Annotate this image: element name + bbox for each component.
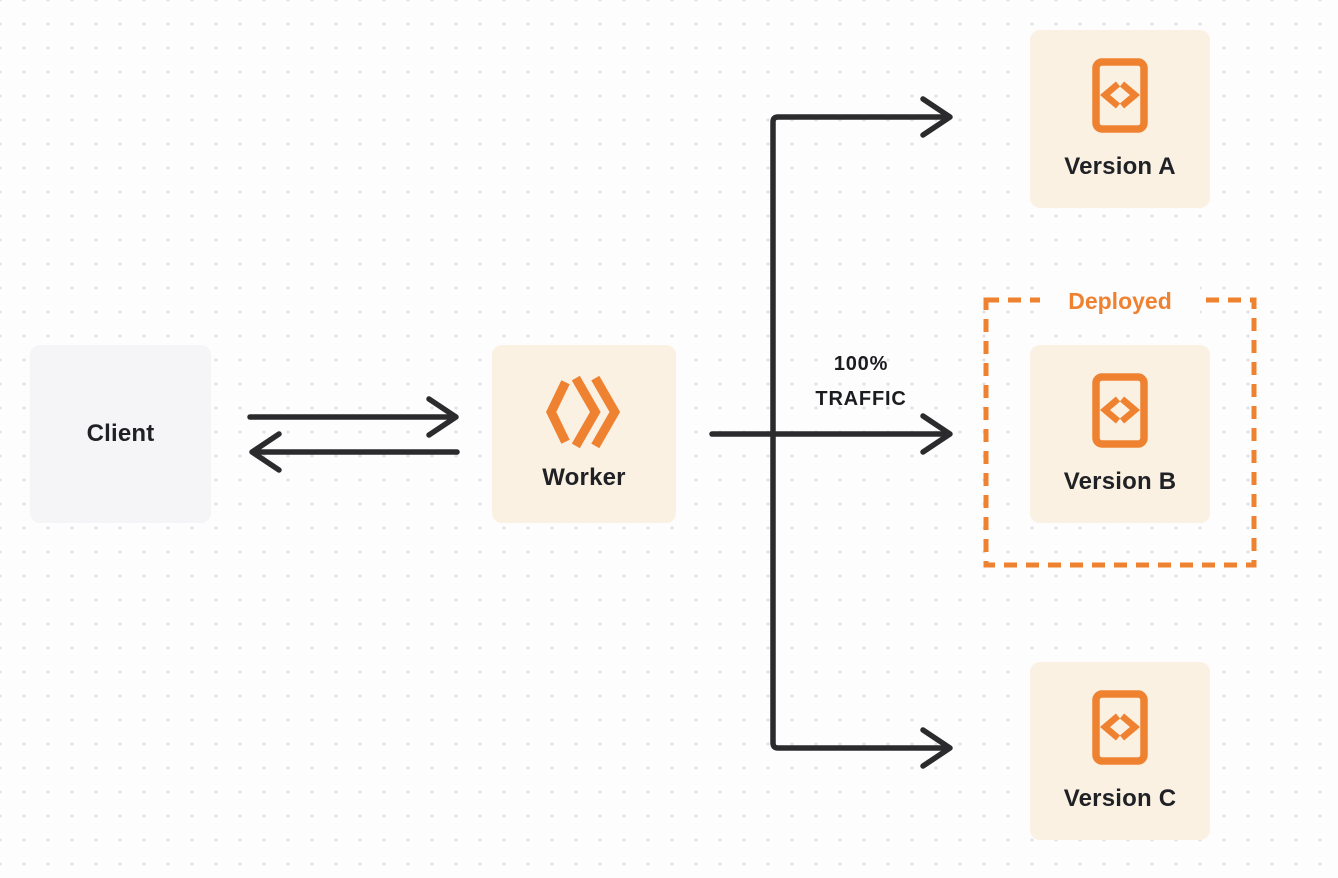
arrow-to-version-c xyxy=(920,727,953,769)
traffic-label-word: TRAFFIC xyxy=(815,388,907,410)
arrow-worker-to-client xyxy=(249,431,460,473)
code-file-icon xyxy=(1092,57,1148,133)
workers-double-chevron-icon xyxy=(545,376,623,448)
client-node: Client xyxy=(30,345,211,523)
arrow-client-to-worker xyxy=(247,396,459,438)
arrow-to-version-a xyxy=(920,96,953,138)
version-a-node-label: Version A xyxy=(1064,152,1176,180)
code-file-icon xyxy=(1092,372,1148,448)
client-node-label: Client xyxy=(86,420,155,447)
version-b-node: Version B xyxy=(1030,345,1210,523)
worker-node: Worker xyxy=(492,345,676,523)
branch-line xyxy=(770,114,949,751)
traffic-label: 100% TRAFFIC xyxy=(783,347,939,417)
version-c-node-label: Version C xyxy=(1063,784,1177,812)
worker-node-label: Worker xyxy=(542,464,626,491)
version-b-node-label: Version B xyxy=(1063,467,1177,495)
arrow-worker-to-version-b xyxy=(709,413,953,455)
deployed-group-label: Deployed xyxy=(1040,286,1200,316)
traffic-label-percent: 100% xyxy=(833,353,889,375)
version-a-node: Version A xyxy=(1030,30,1210,208)
version-c-node: Version C xyxy=(1030,662,1210,840)
code-file-icon xyxy=(1092,689,1148,765)
